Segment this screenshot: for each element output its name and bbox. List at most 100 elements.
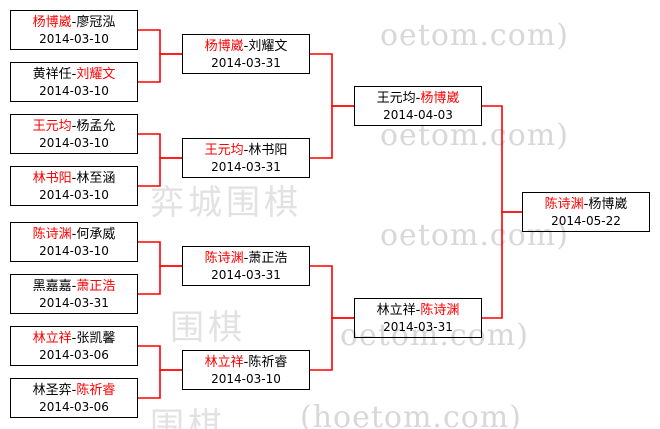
vs-separator: - bbox=[243, 142, 249, 158]
player-right: 陈诗渊 bbox=[420, 302, 460, 318]
vs-separator: - bbox=[71, 118, 77, 134]
vs-separator: - bbox=[583, 196, 589, 212]
player-right: 杨孟允 bbox=[76, 118, 116, 134]
player-right: 何承威 bbox=[76, 226, 116, 242]
player-left: 林书阳 bbox=[32, 170, 72, 186]
match-date: 2014-03-10 bbox=[39, 83, 109, 98]
player-left: 黄祥任 bbox=[32, 66, 72, 82]
match-players: 陈诗渊-杨博崴 bbox=[545, 196, 628, 213]
player-right: 陈祈睿 bbox=[76, 382, 116, 398]
match-players: 杨博崴-刘耀文 bbox=[205, 38, 288, 55]
vs-separator: - bbox=[243, 354, 249, 370]
player-right: 张凯馨 bbox=[76, 330, 116, 346]
connector-line bbox=[138, 345, 182, 371]
player-right: 杨博崴 bbox=[420, 90, 460, 106]
connector-line bbox=[138, 157, 182, 187]
match-date: 2014-03-10 bbox=[39, 31, 109, 46]
connector-line bbox=[138, 133, 182, 159]
vs-separator: - bbox=[71, 170, 77, 186]
match-players: 黄祥任-刘耀文 bbox=[33, 66, 116, 83]
match-date: 2014-03-10 bbox=[211, 371, 281, 386]
player-left: 陈诗渊 bbox=[32, 226, 72, 242]
connector-line bbox=[138, 369, 182, 399]
match-date: 2014-03-31 bbox=[39, 295, 109, 310]
connector-line bbox=[138, 29, 182, 55]
match-players: 杨博崴-廖冠泓 bbox=[33, 14, 116, 31]
match-date: 2014-05-22 bbox=[551, 213, 621, 228]
player-right: 萧正浩 bbox=[76, 278, 116, 294]
vs-separator: - bbox=[71, 278, 77, 294]
match-date: 2014-03-06 bbox=[39, 347, 109, 362]
match-date: 2014-03-10 bbox=[39, 135, 109, 150]
match-players: 林立祥-陈祈睿 bbox=[205, 354, 288, 371]
vs-separator: - bbox=[243, 38, 249, 54]
match-date: 2014-03-06 bbox=[39, 399, 109, 414]
player-left: 王元均 bbox=[204, 142, 244, 158]
connector-line bbox=[138, 265, 182, 295]
match-date: 2014-03-31 bbox=[211, 55, 281, 70]
player-right: 陈祈睿 bbox=[248, 354, 288, 370]
vs-separator: - bbox=[71, 66, 77, 82]
player-right: 林至涵 bbox=[76, 170, 116, 186]
match-players: 林圣弈-陈祈睿 bbox=[33, 382, 116, 399]
match-date: 2014-03-10 bbox=[39, 243, 109, 258]
player-left: 黑嘉嘉 bbox=[32, 278, 72, 294]
vs-separator: - bbox=[71, 330, 77, 346]
match-players: 陈诗渊-何承威 bbox=[33, 226, 116, 243]
player-left: 林立祥 bbox=[376, 302, 416, 318]
player-right: 萧正浩 bbox=[248, 250, 288, 266]
player-left: 林立祥 bbox=[204, 354, 244, 370]
match-players: 林立祥-张凯馨 bbox=[33, 330, 116, 347]
player-right: 刘耀文 bbox=[248, 38, 288, 54]
player-right: 刘耀文 bbox=[76, 66, 116, 82]
match-players: 黑嘉嘉-萧正浩 bbox=[33, 278, 116, 295]
match-players: 王元均-杨博崴 bbox=[377, 90, 460, 107]
vs-separator: - bbox=[71, 14, 77, 30]
vs-separator: - bbox=[71, 382, 77, 398]
player-right: 廖冠泓 bbox=[76, 14, 116, 30]
vs-separator: - bbox=[415, 302, 421, 318]
match-players: 王元均-杨孟允 bbox=[33, 118, 116, 135]
vs-separator: - bbox=[415, 90, 421, 106]
connector-line bbox=[482, 105, 522, 213]
vs-separator: - bbox=[71, 226, 77, 242]
player-left: 林圣弈 bbox=[32, 382, 72, 398]
connector-line bbox=[482, 211, 522, 319]
match-players: 林书阳-林至涵 bbox=[33, 170, 116, 187]
player-left: 陈诗渊 bbox=[204, 250, 244, 266]
player-left: 杨博崴 bbox=[204, 38, 244, 54]
match-date: 2014-03-31 bbox=[211, 159, 281, 174]
match-date: 2014-04-03 bbox=[383, 107, 453, 122]
player-right: 林书阳 bbox=[248, 142, 288, 158]
match-players: 王元均-林书阳 bbox=[205, 142, 288, 159]
match-date: 2014-03-31 bbox=[211, 267, 281, 282]
player-left: 林立祥 bbox=[32, 330, 72, 346]
connector-line bbox=[310, 317, 354, 371]
connector-line bbox=[310, 265, 354, 319]
player-left: 杨博崴 bbox=[32, 14, 72, 30]
connector-line bbox=[310, 105, 354, 159]
connector-line bbox=[138, 241, 182, 267]
connector-line bbox=[138, 53, 182, 83]
match-players: 陈诗渊-萧正浩 bbox=[205, 250, 288, 267]
match-players: 林立祥-陈诗渊 bbox=[377, 302, 460, 319]
vs-separator: - bbox=[243, 250, 249, 266]
player-left: 陈诗渊 bbox=[544, 196, 584, 212]
